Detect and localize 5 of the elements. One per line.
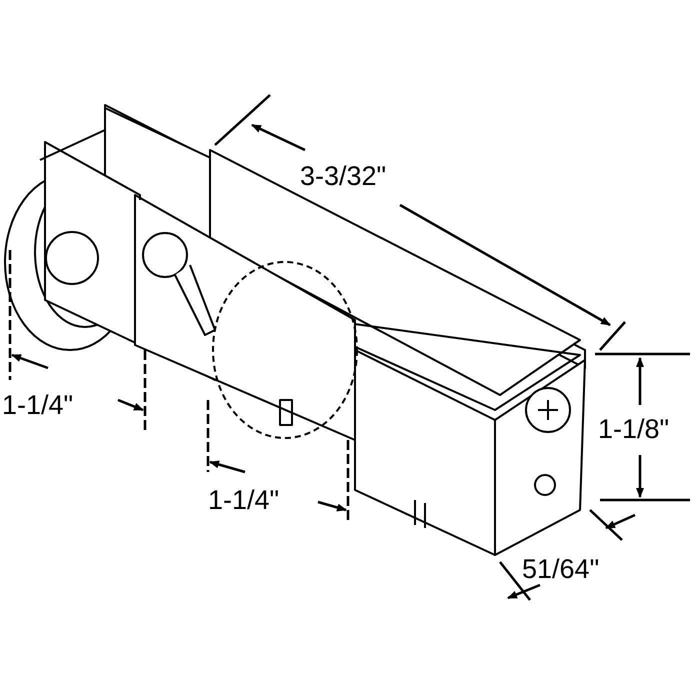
dimension-label: 1-1/4"	[2, 392, 74, 419]
dimension-label: 1-1/4"	[208, 487, 280, 514]
dimension-label: 1-1/8"	[598, 416, 670, 443]
dimension-label: 51/64"	[522, 556, 600, 583]
dimension-label: 3-3/32"	[300, 163, 386, 190]
